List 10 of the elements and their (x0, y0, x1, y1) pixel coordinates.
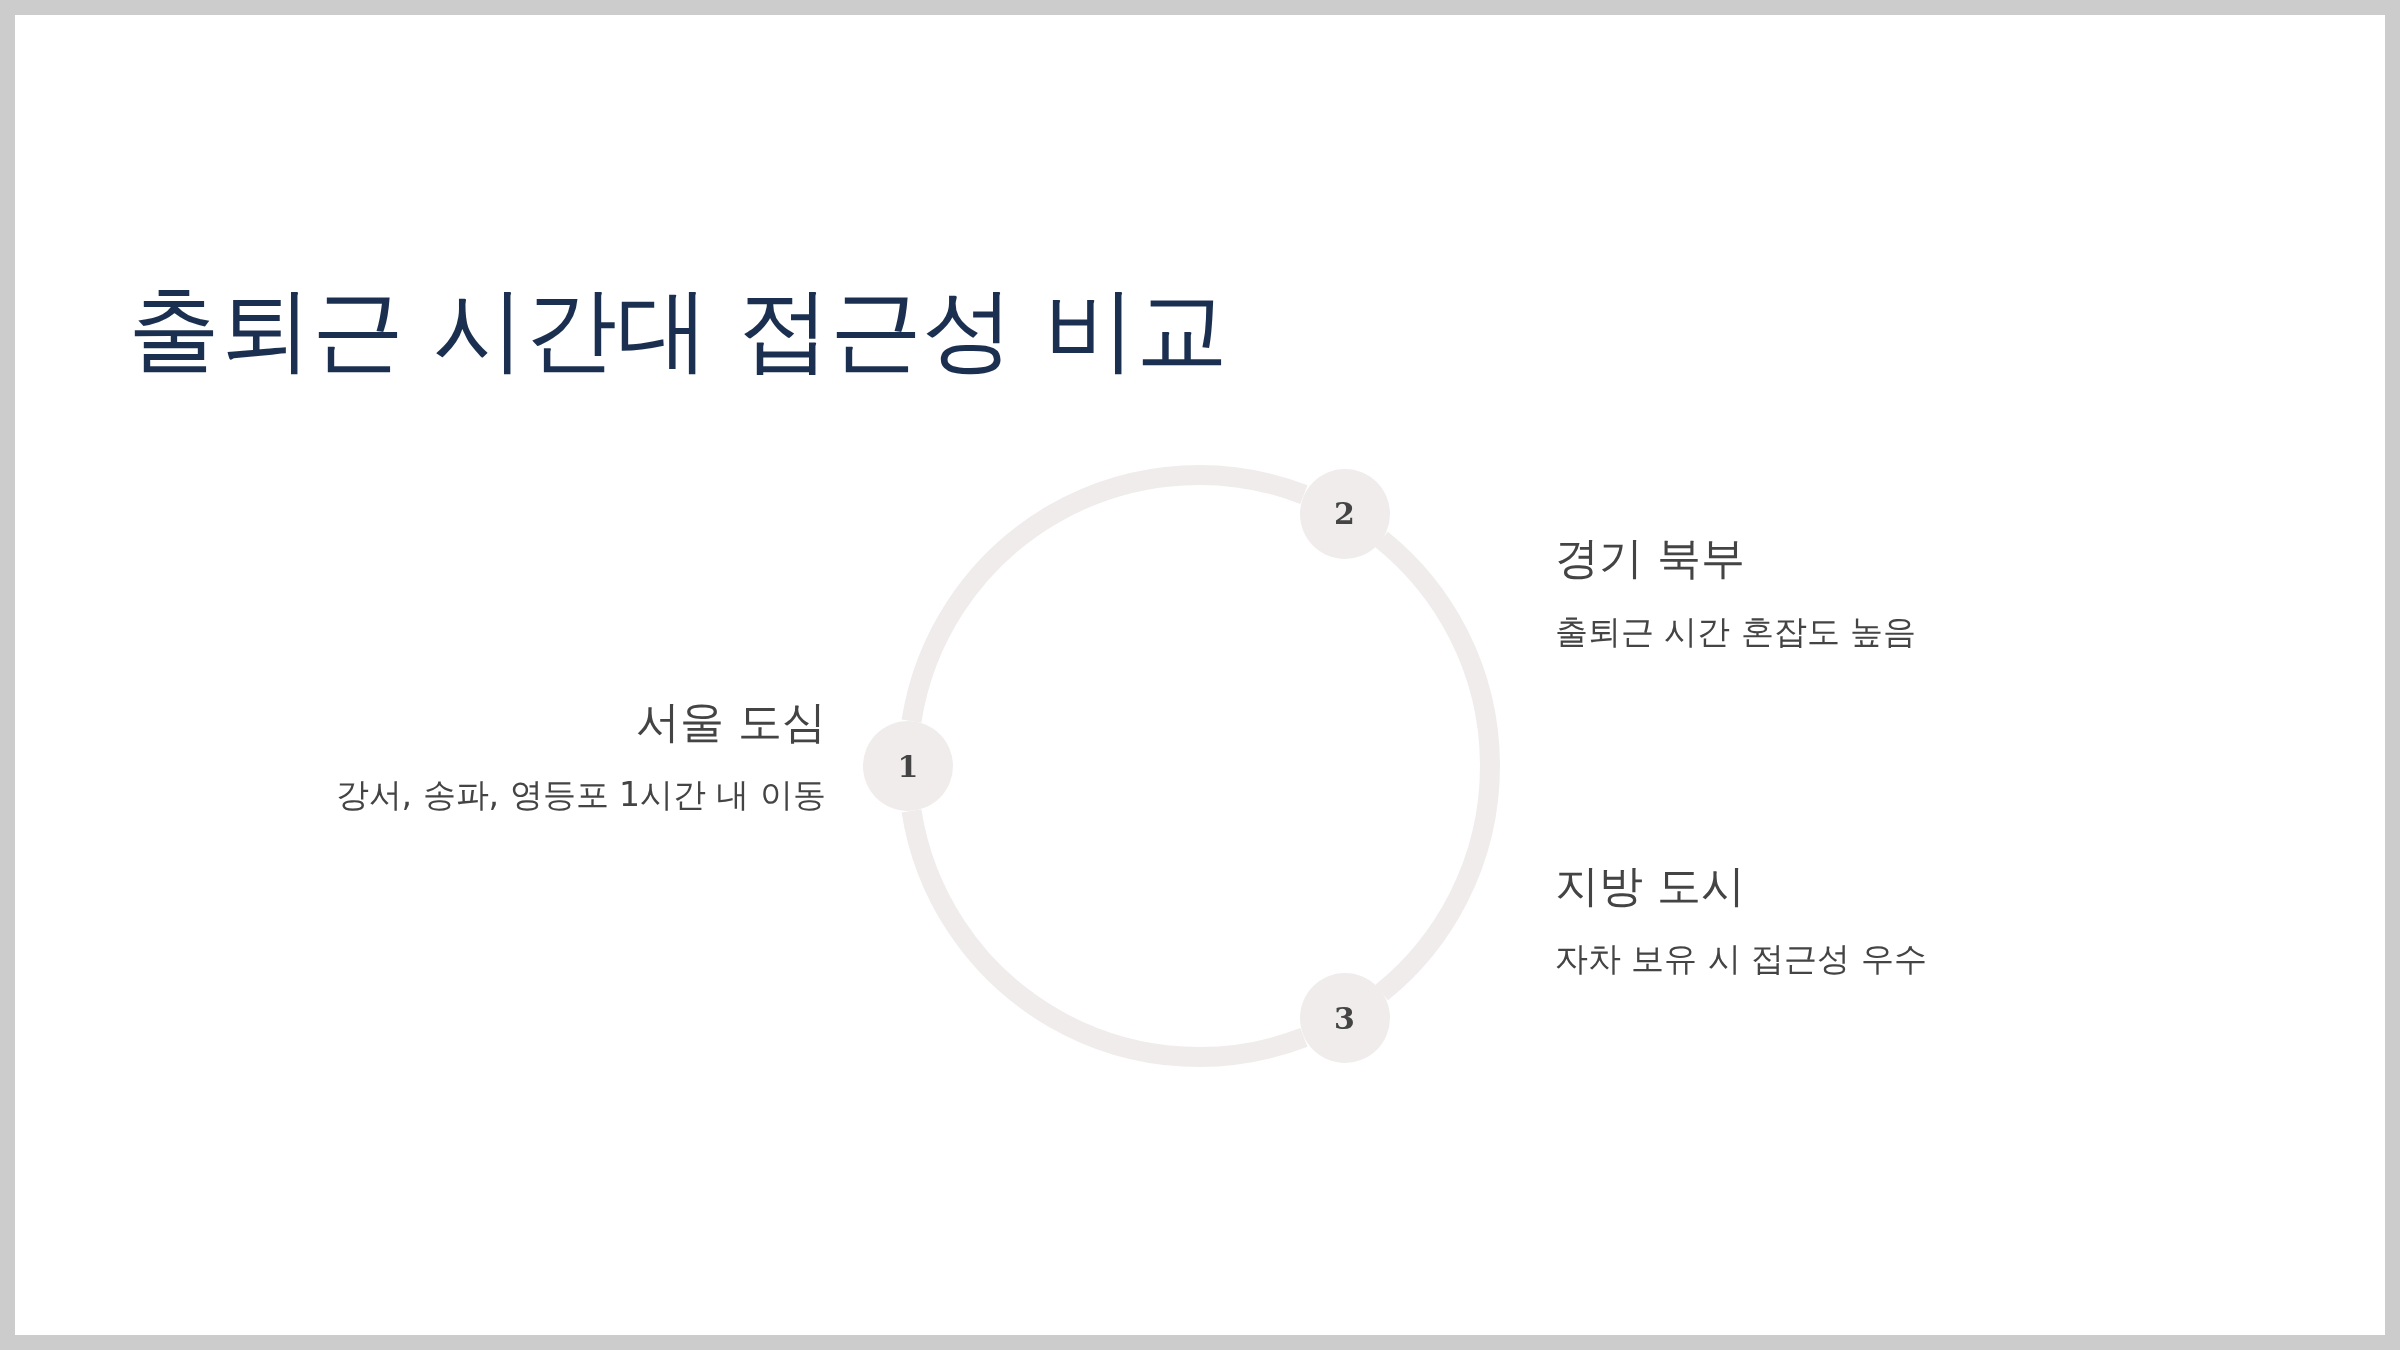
step-number-circle: 3 (1299, 973, 1390, 1063)
step-number-circle: 1 (863, 721, 953, 811)
step-description: 강서, 송파, 영등포 1시간 내 이동 (335, 775, 826, 815)
step-heading: 서울 도심 (636, 696, 826, 749)
step-heading: 경기 북부 (1555, 532, 1745, 585)
step-description: 자차 보유 시 접근성 우수 (1555, 939, 1927, 979)
step-number-circle: 2 (1299, 469, 1390, 559)
step-heading: 지방 도시 (1555, 860, 1745, 913)
title: 출퇴근 시간대 접근성 비교 (128, 275, 1228, 385)
step-description: 출퇴근 시간 혼잡도 높음 (1555, 612, 1917, 652)
